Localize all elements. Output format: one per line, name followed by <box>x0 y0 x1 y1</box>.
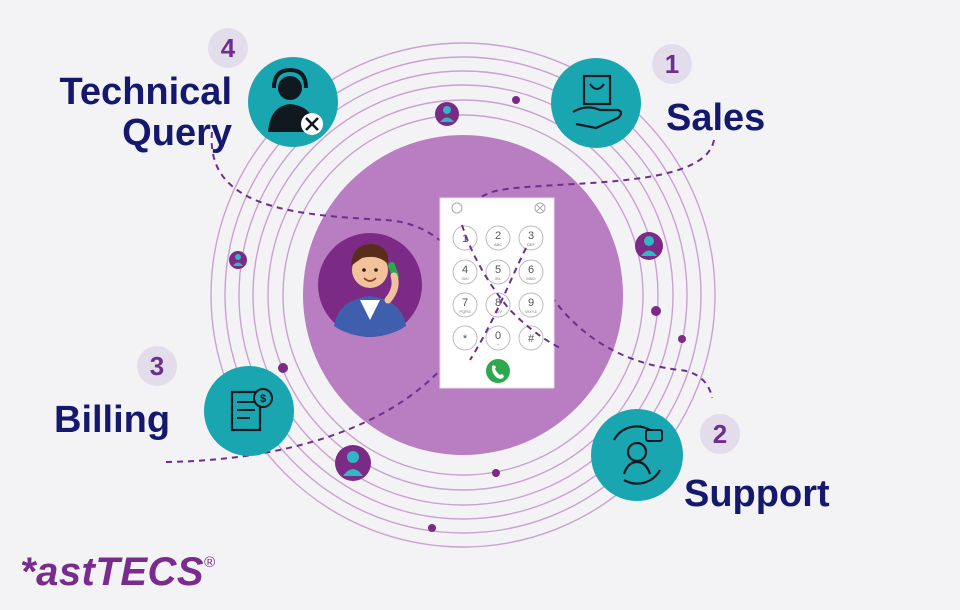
keypad-digit: # <box>528 333 535 345</box>
keypad-letters: DEF <box>527 242 536 247</box>
keypad-key: 0+ <box>486 326 510 350</box>
bill-receipt-icon: $ <box>204 366 294 456</box>
avatar-marker <box>335 445 371 481</box>
keypad-digit: 2 <box>495 230 501 242</box>
keypad-digit: 5 <box>495 264 501 276</box>
keypad-letters: WXYZ <box>525 309 537 314</box>
keypad-digit: 3 <box>528 230 534 242</box>
label-technical-query: Technical Query <box>32 72 232 154</box>
keypad-key: * <box>453 326 477 350</box>
number-badge-2: 2 <box>700 414 740 454</box>
support-agent-icon <box>591 409 683 501</box>
hand-bag-icon <box>551 58 641 148</box>
keypad-letters: ABC <box>494 242 502 247</box>
keypad-key: 1 <box>453 226 477 250</box>
keypad-digit: 6 <box>528 264 534 276</box>
label-sales: Sales <box>666 98 765 139</box>
keypad-letters: PQRS <box>459 309 471 314</box>
agent-illustration <box>318 233 422 337</box>
avatar-marker <box>229 251 247 269</box>
brand-logo: *astTECS® <box>20 550 216 595</box>
keypad-digit: 0 <box>495 330 501 342</box>
number-badge-1: 1 <box>652 44 692 84</box>
label-support: Support <box>684 474 830 515</box>
technician-headset-icon <box>248 57 338 147</box>
label-billing: Billing <box>54 400 170 441</box>
registered-mark: ® <box>204 554 216 571</box>
keypad-digit: 7 <box>462 297 468 309</box>
avatar-marker <box>635 232 663 260</box>
keypad-letters: GHI <box>461 276 468 281</box>
keypad-letters: MNO <box>526 276 535 281</box>
keypad-letters: JKL <box>495 276 503 281</box>
brand-logo-text: *astTECS <box>20 550 204 594</box>
avatar-marker <box>435 102 459 126</box>
number-badge-3: 3 <box>137 346 177 386</box>
call-icon <box>486 359 510 383</box>
keypad-digit: 4 <box>462 264 468 276</box>
svg-text:$: $ <box>260 393 266 405</box>
number-badge-4: 4 <box>208 28 248 68</box>
keypad-digit: * <box>463 333 468 345</box>
keypad-digit: 9 <box>528 297 534 309</box>
